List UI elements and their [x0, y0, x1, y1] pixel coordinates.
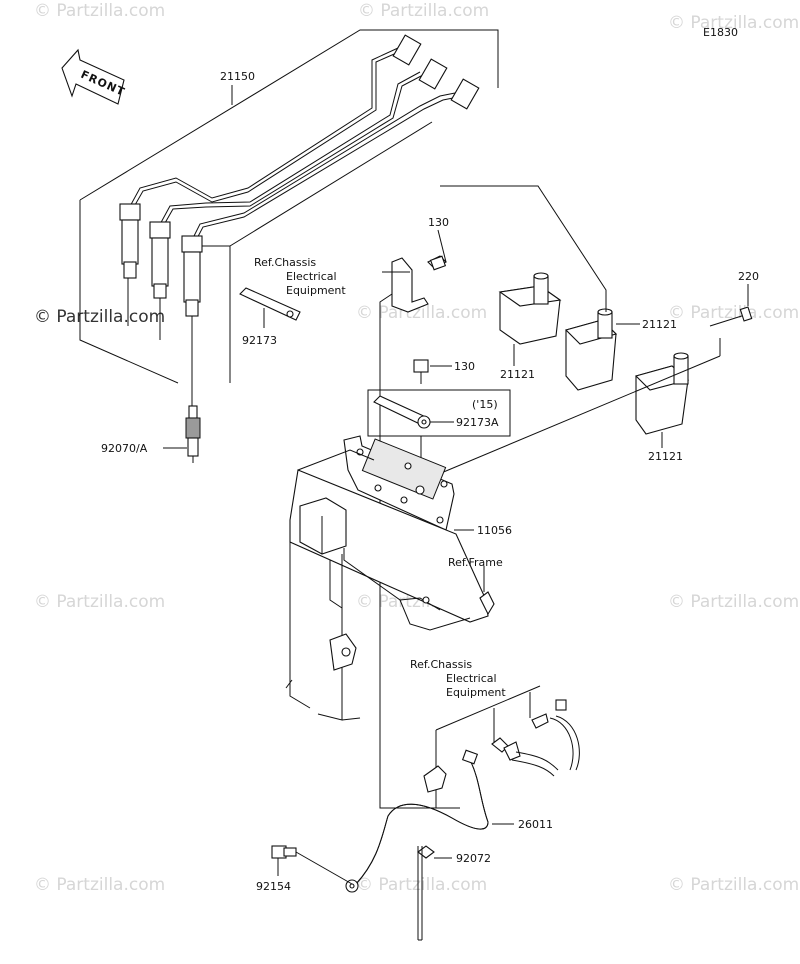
watermark: © Partzilla.com: [34, 1, 165, 21]
callout-26011: 26011: [518, 818, 553, 831]
bolt-92154: [271, 845, 353, 885]
ignition-coil-3: [634, 352, 690, 448]
callout-11056: 11056: [477, 524, 512, 537]
battery-cable: [345, 749, 514, 893]
callout-21121-right: 21121: [648, 450, 683, 463]
callout-21150: 21150: [220, 70, 255, 83]
watermark: © Partzilla.com: [34, 592, 165, 612]
ground-strap: [239, 287, 301, 328]
watermark: © Partzilla.com: [356, 303, 487, 323]
watermark-main: © Partzilla.com: [34, 307, 165, 327]
ref-chassis-2-line3: Equipment: [446, 686, 506, 699]
cable-tie: [417, 845, 452, 941]
callout-92070A: 92070/A: [101, 442, 148, 455]
front-arrow-icon: FRONT: [61, 48, 127, 105]
watermark: © Partzilla.com: [358, 1, 489, 21]
vehicle-frame: [285, 449, 495, 721]
watermarks: © Partzilla.com © Partzilla.com © Partzi…: [34, 1, 799, 895]
callout-130-upper: 130: [428, 216, 449, 229]
watermark: © Partzilla.com: [34, 875, 165, 895]
ref-chassis-2-line2: Electrical: [446, 672, 497, 685]
ref-frame-label: Ref.Frame: [448, 556, 503, 569]
callout-labels: 21150 130 Ref.Chassis Electrical Equipme…: [101, 70, 759, 893]
ref-chassis-line2: Electrical: [286, 270, 337, 283]
ref-chassis-2-line1: Ref.Chassis: [410, 658, 472, 671]
callout-year-15: ('15): [472, 398, 498, 411]
ignition-coil-2: [440, 185, 640, 391]
strap-92173A-group: [367, 389, 511, 500]
battery-cable-bracket: [423, 685, 580, 808]
watermark: © Partzilla.com: [668, 592, 799, 612]
callout-92154: 92154: [256, 880, 291, 893]
ref-chassis-line1: Ref.Chassis: [254, 256, 316, 269]
watermark: © Partzilla.com: [668, 875, 799, 895]
watermark: © Partzilla.com: [668, 13, 799, 33]
spark-plug-leads: [79, 29, 499, 408]
callout-92173: 92173: [242, 334, 277, 347]
callout-130-lower: 130: [454, 360, 475, 373]
callout-21121-mid: 21121: [642, 318, 677, 331]
diagram-code: E1830: [703, 26, 738, 39]
callout-92173A: 92173A: [456, 416, 499, 429]
callout-220: 220: [738, 270, 759, 283]
lower-bolt: [413, 359, 452, 384]
ignition-coil-1: [498, 272, 562, 366]
ref-chassis-line3: Equipment: [286, 284, 346, 297]
callout-21121-left: 21121: [500, 368, 535, 381]
bolt-220: [433, 284, 753, 477]
callout-92072: 92072: [456, 852, 491, 865]
watermark: © Partzilla.com: [668, 303, 799, 323]
spark-plug: [163, 405, 201, 463]
